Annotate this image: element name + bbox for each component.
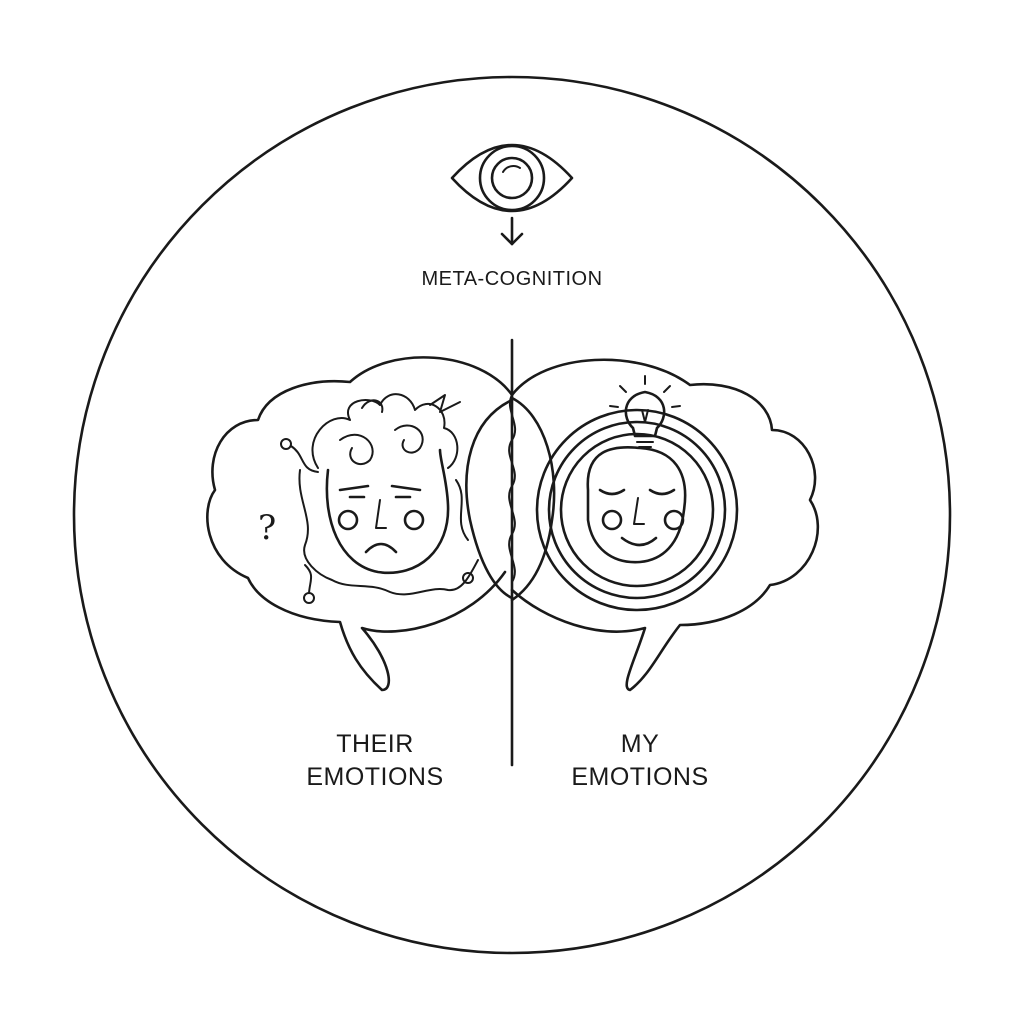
left-speech-bubble xyxy=(206,356,514,692)
wavy-center-line xyxy=(508,394,517,583)
outer-circle xyxy=(72,75,952,955)
my-emotions-label: MY EMOTIONS xyxy=(530,728,750,793)
frowning-face-icon xyxy=(280,393,479,604)
lightbulb-icon xyxy=(609,375,681,448)
right-speech-bubble xyxy=(510,358,820,692)
my-emotions-line1: MY xyxy=(620,730,660,758)
arrow-down-icon xyxy=(500,216,524,246)
smiling-face-icon xyxy=(535,408,739,612)
question-mark: ? xyxy=(258,508,277,548)
lens-left-arc xyxy=(465,398,514,600)
their-emotions-line1: THEIR xyxy=(336,730,414,758)
my-emotions-line2: EMOTIONS xyxy=(571,762,709,791)
lens-right-arc xyxy=(510,396,556,602)
their-emotions-line2: EMOTIONS xyxy=(306,762,444,791)
eye-icon xyxy=(450,143,574,213)
their-emotions-label: THEIR EMOTIONS xyxy=(265,728,485,793)
meta-cognition-label: META-COGNITION xyxy=(421,268,603,290)
